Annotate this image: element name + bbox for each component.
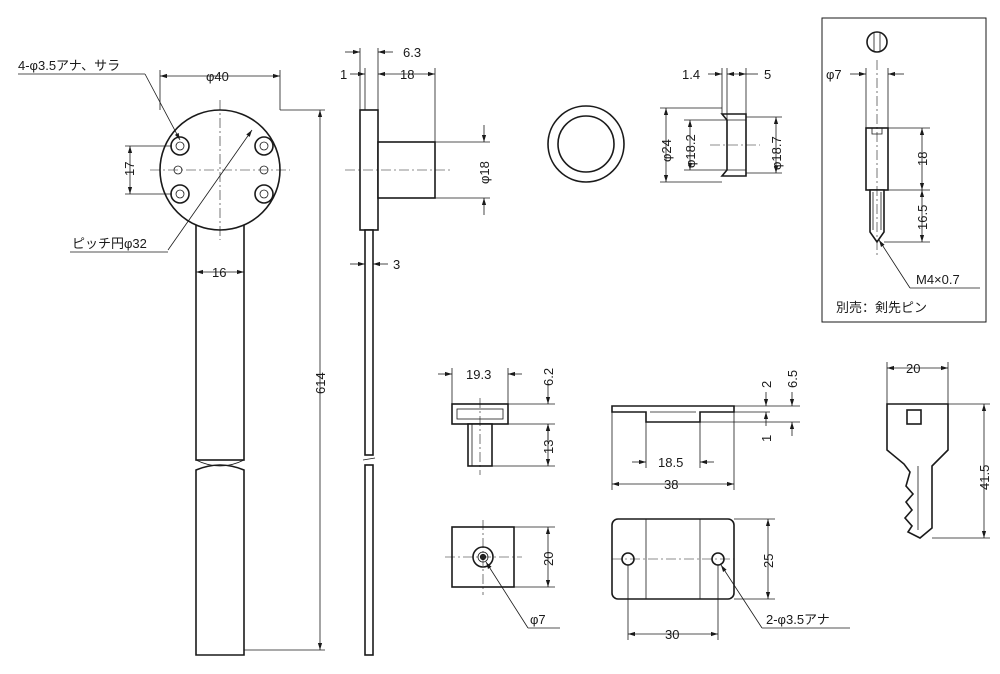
dia7-pin-label: φ7 [826, 67, 842, 82]
dim19_3-label: 19.3 [466, 367, 491, 382]
head-holes [170, 136, 274, 204]
dim30-label: 30 [665, 627, 679, 642]
dim1_4-label: 1.4 [682, 67, 700, 82]
rod-front-view: φ40 4-φ3.5アナ、サラ 17 ピッチ円φ32 16 614 [18, 58, 328, 656]
sold-separately-label: 別売：剣先ピン [836, 300, 927, 315]
dim6_3-label: 6.3 [403, 45, 421, 60]
plate-side-view: 2 6.5 1 18.5 38 [611, 370, 800, 492]
dim2-label: 2 [759, 381, 774, 388]
pitch-label: ピッチ円φ32 [72, 236, 147, 251]
dia7-block-label: φ7 [530, 612, 546, 627]
dia18_7-label: φ18.7 [769, 136, 784, 170]
dim16_5-label: 16.5 [915, 205, 930, 230]
ring-side-view: 1.4 5 φ24 φ18.2 φ18.7 [659, 67, 784, 183]
dim25-label: 25 [761, 554, 776, 568]
knob-side-view: 19.3 6.2 13 [438, 367, 556, 475]
dim1-top-label: 1 [340, 67, 347, 82]
dim5-label: 5 [764, 67, 771, 82]
dim3-label: 3 [393, 257, 400, 272]
dia18-label: φ18 [477, 161, 492, 184]
holes-2-label: 2-φ3.5アナ [766, 612, 830, 627]
dim20-block-label: 20 [541, 552, 556, 566]
spike-pin-box: φ7 18 16.5 M4×0.7 別売：剣先ピン [821, 17, 987, 323]
thread-label: M4×0.7 [916, 272, 960, 287]
dia40-label: φ40 [206, 69, 229, 84]
dia18_2-label: φ18.2 [683, 134, 698, 168]
dim1-plate-label: 1 [759, 435, 774, 442]
dim18-pin-label: 18 [915, 152, 930, 166]
dim6_2-label: 6.2 [541, 368, 556, 386]
dim13-label: 13 [541, 440, 556, 454]
dim20-key-label: 20 [906, 361, 920, 376]
holes-4-label: 4-φ3.5アナ、サラ [18, 58, 120, 73]
dim18-top-label: 18 [400, 67, 414, 82]
ring-front-view [547, 105, 625, 183]
dim18_5-label: 18.5 [658, 455, 683, 470]
dim16-label: 16 [212, 265, 226, 280]
rod-side-view: 6.3 1 18 φ18 3 [340, 45, 492, 656]
dim38-label: 38 [664, 477, 678, 492]
key-view: 20 41.5 [886, 361, 992, 539]
dim6_5-label: 6.5 [785, 370, 800, 388]
dim17-label: 17 [122, 162, 137, 176]
dim41_5-label: 41.5 [977, 465, 992, 490]
dia24-label: φ24 [659, 139, 674, 162]
knob-top-view: 20 φ7 [445, 520, 560, 629]
plate-top-view: 25 30 2-φ3.5アナ [611, 518, 850, 642]
dim614-label: 614 [313, 372, 328, 394]
